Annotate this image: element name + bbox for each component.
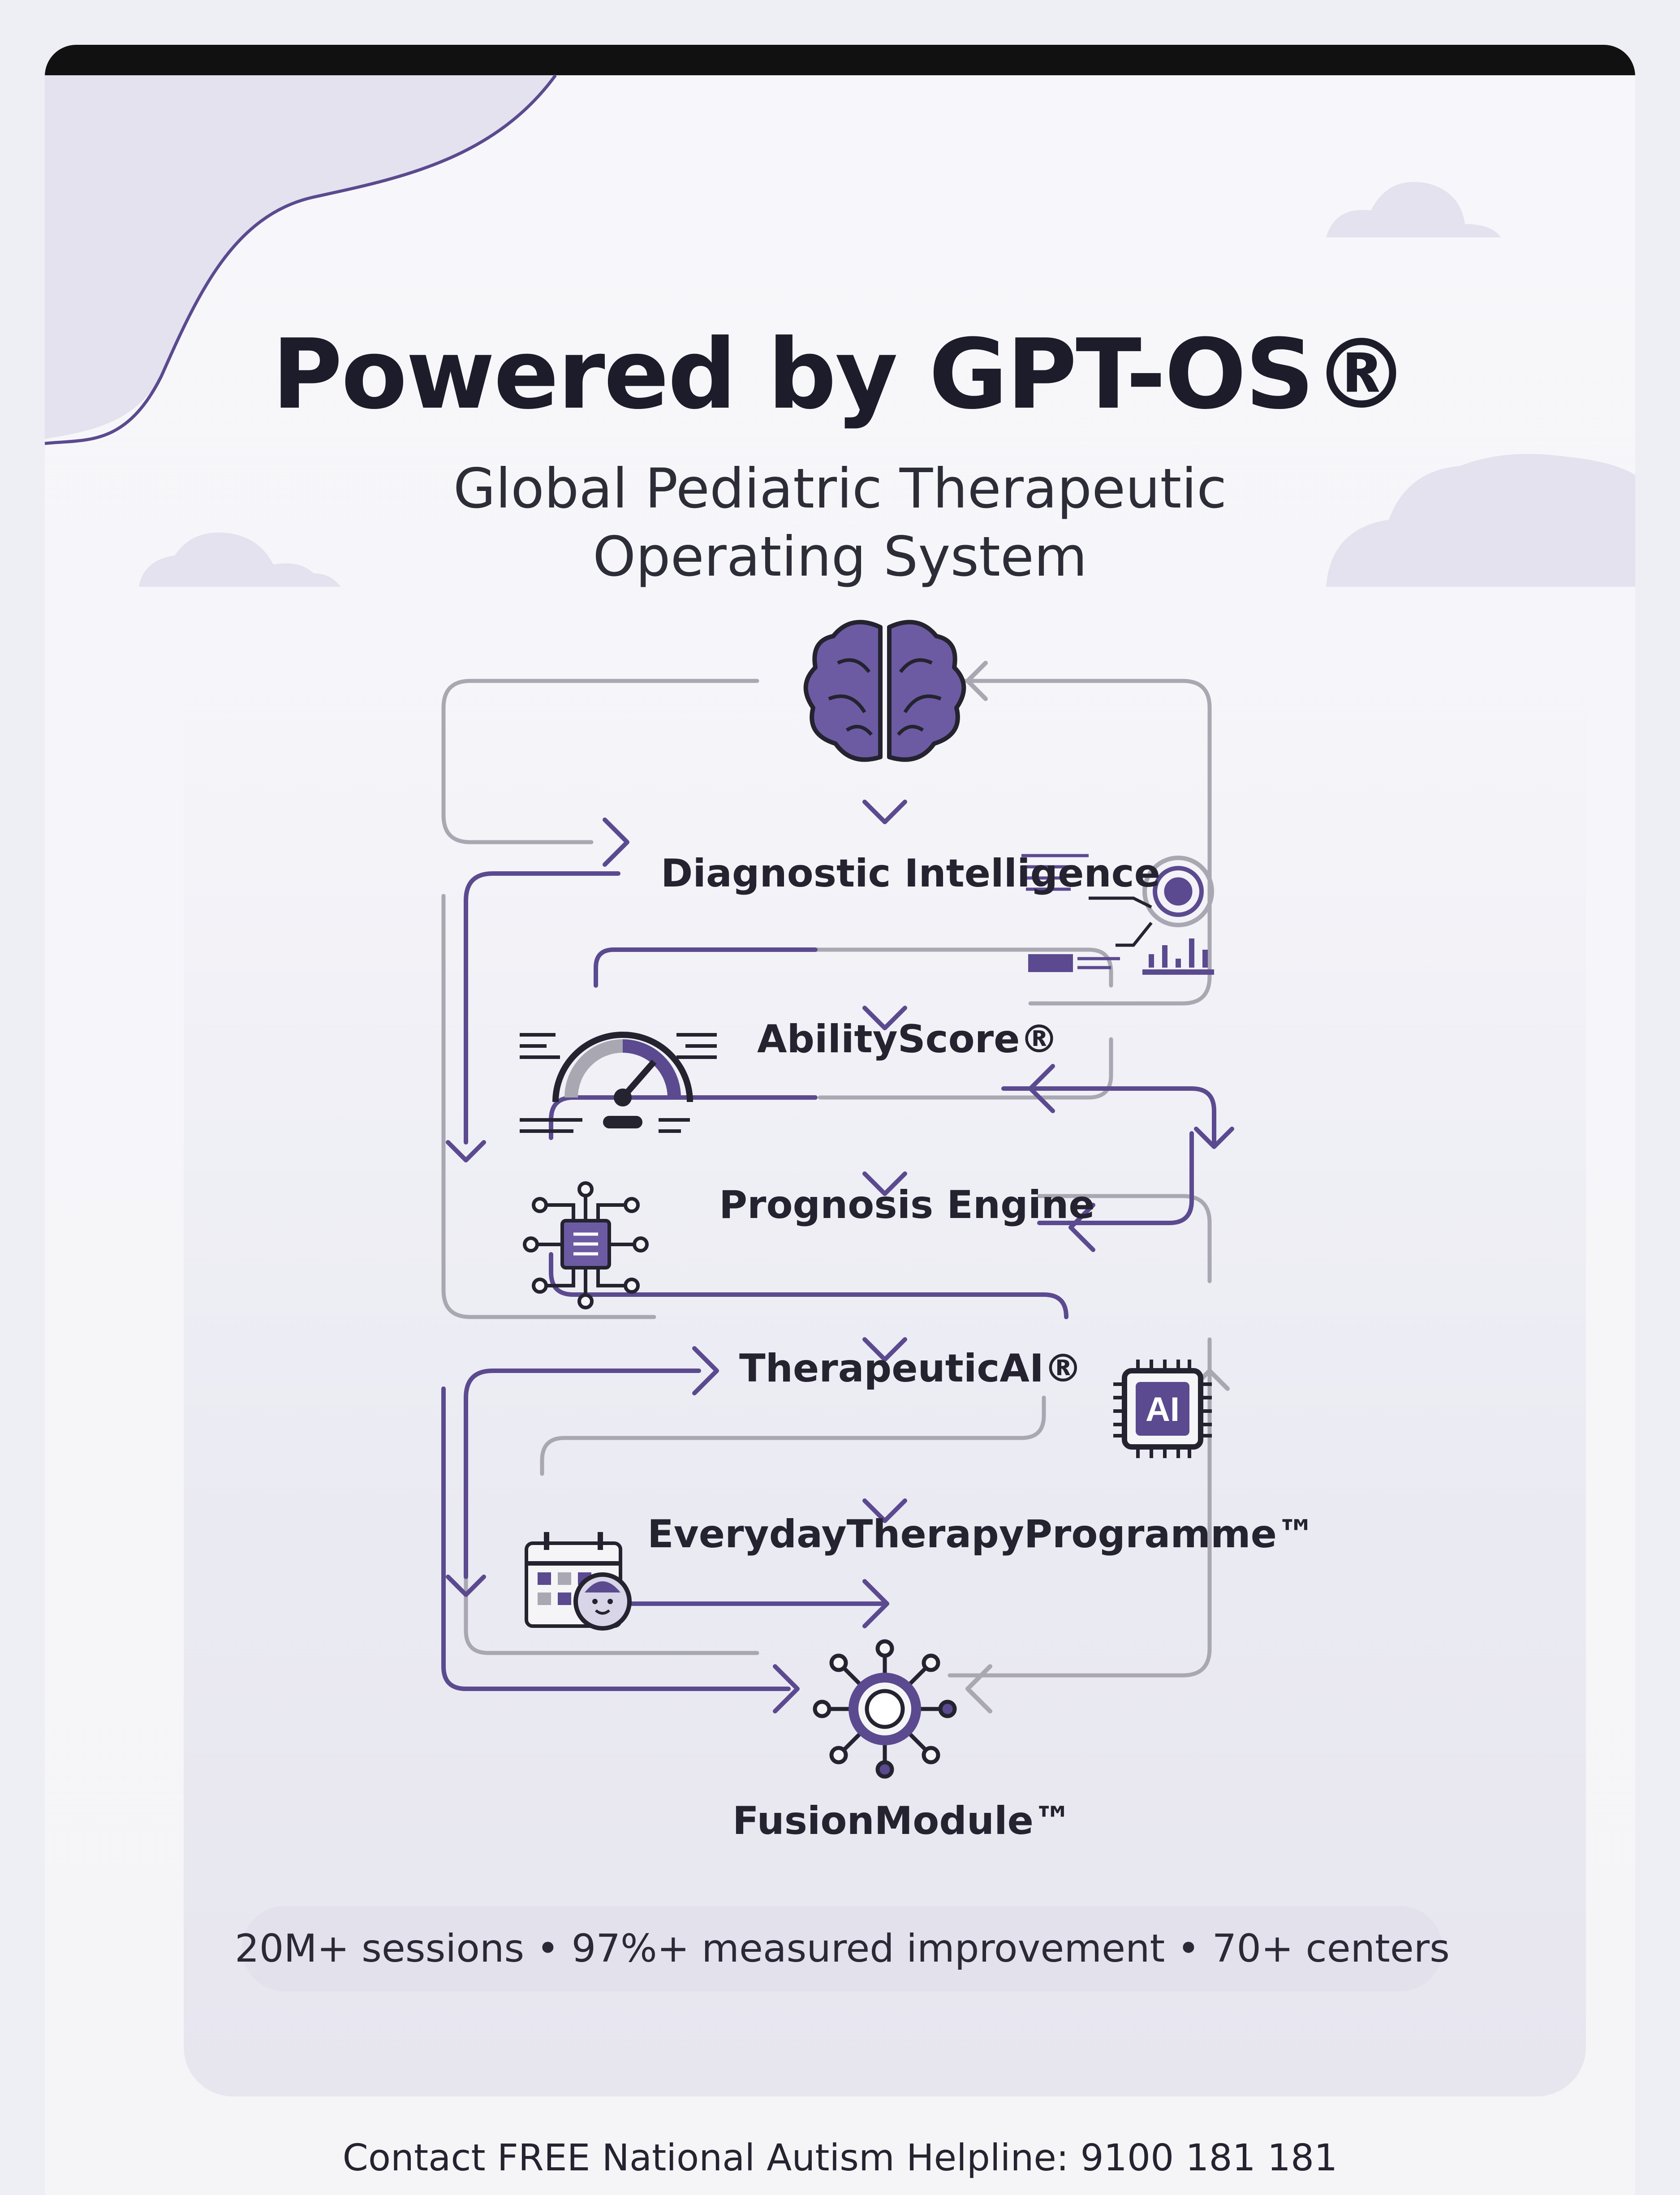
page-title: Powered by GPT-OS®: [271, 318, 1409, 430]
grey-chip-loop: [540, 1395, 1046, 1476]
grey-loop-top-left: [441, 679, 759, 844]
grey-prognosis-right: [1037, 1194, 1212, 1283]
grey-fusion-right: [948, 1337, 1212, 1678]
node-therapeuticai: TherapeuticAI®: [739, 1346, 1082, 1391]
arrow-therapeutic-right: [692, 1346, 719, 1395]
flow-panel: [184, 632, 1586, 2096]
brain-icon: [803, 620, 966, 762]
purple-prognosis-top: [549, 1095, 818, 1140]
arrow-ability-down: [862, 1006, 907, 1030]
arrow-fusion-left: [965, 1664, 992, 1713]
node-diagnostic-intelligence: Diagnostic Intelligence: [661, 851, 1160, 896]
arrow-left-down: [446, 1140, 486, 1162]
grey-inner-ability-2: [818, 1037, 1113, 1100]
node-prognosis-engine: Prognosis Engine: [719, 1183, 1095, 1227]
arrow-right-diagnostic: [603, 818, 629, 867]
purple-therapeutic-top: [549, 1252, 1068, 1319]
node-everydaytherapyprogramme: EverydayTherapyProgramme™: [647, 1512, 1315, 1557]
calendar-child-icon: [525, 1532, 632, 1631]
cloud-right: [1326, 454, 1635, 587]
connector-lines: [441, 679, 1216, 1691]
subtitle-line-2: Operating System: [593, 525, 1087, 589]
fusion-hub-icon: [813, 1639, 957, 1779]
circuit-icon: [523, 1181, 649, 1309]
arrow-ability-left: [1028, 1064, 1055, 1113]
grey-inner-ability: [813, 947, 1113, 988]
arrow-prognosis-down: [862, 1171, 907, 1196]
ai-chip-text: AI: [1146, 1390, 1180, 1429]
stats-pill: 20M+ sessions • 97%+ measured improvemen…: [235, 1906, 1450, 1991]
flow-diagram: AI: [441, 620, 1234, 1779]
node-abilityscore: AbilityScore®: [757, 1017, 1059, 1062]
background-decoration: [45, 74, 1635, 587]
helpline-footer: Contact FREE National Autism Helpline: 9…: [342, 2137, 1338, 2179]
poster-card: Powered by GPT-OS® Global Pediatric Ther…: [45, 45, 1635, 2195]
gauge-icon: [520, 1032, 717, 1133]
arrow-right-down: [1194, 1127, 1234, 1149]
purple-ability-top: [594, 947, 818, 988]
purple-ability-right: [1001, 1086, 1216, 1145]
arrow-left-down-2: [446, 1575, 486, 1597]
dashboard-icon: [1021, 854, 1214, 975]
corner-curve: [45, 74, 557, 445]
arrow-everyday-right: [862, 1579, 889, 1628]
subtitle: Global Pediatric Therapeutic Operating S…: [45, 455, 1635, 591]
arrow-left-brain: [965, 661, 988, 701]
purple-therapeutic-left: [464, 1369, 701, 1579]
subtitle-line-1: Global Pediatric Therapeutic: [453, 457, 1227, 521]
arrow-prognosis-left: [1068, 1203, 1095, 1252]
arrow-heads: [446, 661, 1234, 1713]
top-bar: [45, 45, 1635, 75]
cloud-top-right: [1326, 182, 1501, 237]
ai-chip-icon: AI: [1113, 1360, 1212, 1458]
arrow-everyday-down: [862, 1498, 907, 1523]
cloud-left: [139, 532, 340, 587]
node-fusionmodule: FusionModule™: [732, 1799, 1072, 1843]
purple-fusion-left: [441, 1386, 791, 1691]
grey-loop-top-right: [939, 679, 1212, 1006]
purple-left-diag: [464, 871, 620, 1145]
arrow-fusion-right: [773, 1664, 800, 1713]
arrow-therapeutic-down: [862, 1337, 907, 1362]
purple-prognosis-right: [1037, 1131, 1194, 1225]
grey-everyday-left: [464, 1494, 759, 1655]
grey-left-loop: [441, 894, 656, 1319]
arrow-brain-down: [862, 800, 907, 824]
